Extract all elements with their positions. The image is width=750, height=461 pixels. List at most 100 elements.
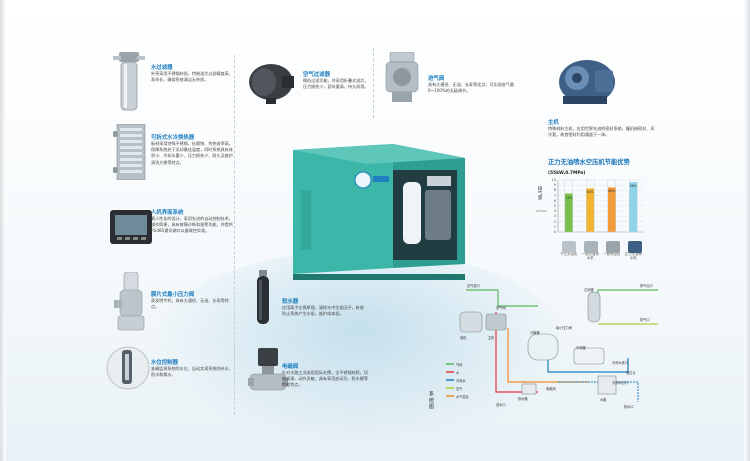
water-tank-symbol: [597, 375, 617, 395]
chart-y-tick-label: 6: [553, 198, 556, 203]
legend-air: 空气: [456, 387, 463, 391]
diag-label-cooling-in: 冷却水进口: [612, 361, 628, 365]
pressure-valve-desc: 获发明专利，具有大通径、无油、长寿等特点。: [151, 298, 229, 310]
level-controller-title: 水位控制器: [151, 360, 178, 366]
airend-desc: 特殊材料主机，应用世界先进的密封系统，撞机械密封、风冷套，故首密封利用通道于一体…: [548, 126, 655, 138]
air-filter-desc: 微粒过滤功能，并采用折叠式滤芯，压力损失少，容灰量高，持久耐用。: [303, 78, 369, 90]
chart-y-tick-label: 3: [553, 214, 556, 219]
hmi-desc: 最人性化的设计，采用先进的自动控制技术，操作简便，具有故障诊断和报警功能，并提供…: [151, 216, 233, 234]
water-filter-title: 水过滤器: [151, 65, 173, 71]
air-pipe: [466, 289, 538, 307]
softener-title: 软水器: [282, 299, 299, 305]
chart-y-tick-label: 7: [553, 193, 556, 198]
chart-subtitle: (55kW,0.7MPa): [548, 171, 586, 176]
water-filter-desc: 外壳采用不锈钢材质，特制滤芯过滤精度高、寿命长，确保系统清洁无杂质。: [151, 71, 233, 83]
chart-y-tick-label: 2: [553, 219, 556, 224]
chart-bar-frame: [607, 179, 616, 233]
pressure-valve-title: 膜片式最小压力阀: [151, 292, 195, 298]
diag-label-water-in: 进水口: [496, 403, 506, 407]
divider-bottom: [234, 345, 235, 405]
diag-label-softener: 软水器: [518, 397, 528, 401]
diag-label-level: 液位计: [626, 371, 636, 375]
diag-label-valve: 进气阀: [496, 306, 506, 310]
min-pressure-valve-image: [114, 272, 145, 331]
airend-symbol: [485, 313, 507, 331]
chart-bar-label: 86%: [608, 189, 616, 194]
hmi-title: 人机界面系统: [151, 210, 184, 216]
diag-label-filter: 过滤器: [584, 288, 594, 292]
heat-exchanger-title: 可拆式水冷换热器: [151, 135, 195, 141]
divider-left: [234, 55, 235, 415]
page-fold-left: [0, 0, 6, 461]
chart-bar: [607, 187, 616, 232]
plate-heat-exchanger-image: [113, 124, 146, 180]
level-controller-image: [106, 346, 150, 390]
chart-title: 正力无油喷水空压机节能优势: [548, 159, 630, 166]
softener-symbol: [521, 383, 537, 395]
system-diagram-label: 系统图: [428, 391, 434, 410]
chart-y-tick-label: 5: [553, 204, 556, 208]
motor-symbol: [459, 311, 483, 333]
chart-bar-frame: [629, 179, 638, 233]
intake-valve-image: [385, 52, 419, 102]
chart-category-label: 一般有油机: [603, 252, 621, 256]
chart-y-label: 排气量: [536, 186, 542, 200]
diag-label-exhaust: 排气口: [640, 318, 650, 322]
chart-category-label: 一般无油喷水机: [581, 252, 599, 261]
diag-label-separator: 分离器: [530, 331, 540, 335]
water-filter-image: [113, 52, 145, 111]
chart-bar: [564, 193, 573, 232]
airend-image: [559, 60, 615, 104]
airend-title: 主机: [548, 120, 559, 126]
diag-label-host: 主机: [488, 336, 495, 340]
chart-category-label: 正力无油喷水机: [624, 252, 642, 261]
intake-valve-title: 进气阀: [428, 76, 445, 82]
divider-top: [373, 48, 374, 118]
chart-bar-label: 96%: [629, 184, 637, 189]
chart-bar-frame: [586, 179, 595, 233]
legend-mixed: 水气混合: [456, 395, 469, 399]
filter-symbol: [587, 291, 601, 323]
chart-y-tick-label: 0: [553, 230, 556, 234]
solenoid-title: 电磁阀: [282, 364, 299, 370]
cooling-pipe-dashed: [558, 381, 639, 402]
diag-label-water-out: 排水口: [624, 405, 634, 409]
air-filter-image: [249, 64, 294, 104]
diag-label-air-outlet: 排气出口: [640, 284, 653, 288]
water-swirl-background: [150, 250, 570, 450]
diag-label-air-in: 空气进口: [467, 284, 480, 288]
diag-label-motor: 电机: [460, 336, 467, 340]
solenoid-valve-image: [248, 348, 288, 391]
softener-image: [257, 270, 269, 324]
compressor-machine-image: [293, 144, 465, 280]
legend-water: 水: [456, 371, 460, 375]
heat-exchanger-desc: 板材采用特殊不锈钢，抗腐蚀、传热效率高，保障系统处于迅却最佳温度，同时系统具有体…: [151, 141, 233, 165]
chart-category-label: 干式无油机: [560, 252, 578, 256]
air-outlet-pipe: [597, 289, 658, 300]
air-filter-title: 空气过滤器: [303, 72, 330, 78]
solenoid-desc: 针对水路工况选用国际名牌，全不锈钢材质，切构紧凑，动作灵敏，具有享用启动功、防水…: [282, 370, 368, 388]
page-fold-right: [744, 0, 750, 461]
chart-bar-frame: [564, 179, 573, 233]
hmi-panel-image: [110, 210, 152, 244]
intake-valve-desc: 具有大通径、无油、长寿等优点；可实现进气量0~100%的无级调节。: [428, 82, 514, 94]
chart-plot: [557, 179, 644, 233]
diag-label-cooling-out: 冷却水出口: [612, 381, 628, 385]
chart-y-tick-label: 1: [553, 224, 556, 229]
separator-symbol: [527, 333, 559, 361]
diag-label-water-tank: 水箱: [600, 398, 607, 402]
chart-y-tick-label: 9: [553, 183, 556, 188]
level-controller-desc: 准确监测系统的水位，自动实现系统的补水、防水和换水。: [151, 366, 233, 378]
chart-y-label-text: 排气量: [537, 186, 542, 200]
chart-bar-label: 84%: [586, 190, 594, 195]
system-diagram: [446, 289, 658, 402]
legend-gas: 气体: [456, 363, 463, 367]
compressor-thumbnails: [562, 241, 642, 253]
chart-bar: [629, 182, 638, 232]
legend-cooling-water: 冷却水: [456, 379, 466, 383]
cooler-symbol: [573, 347, 605, 365]
chart-y-unit: m³/min: [536, 209, 547, 213]
softener-desc: 应用离子交换原理，清除水中生垢因子，有效防止系统产生水垢，维护成本低。: [282, 305, 364, 317]
chart-bar-label: 74%: [565, 195, 573, 200]
